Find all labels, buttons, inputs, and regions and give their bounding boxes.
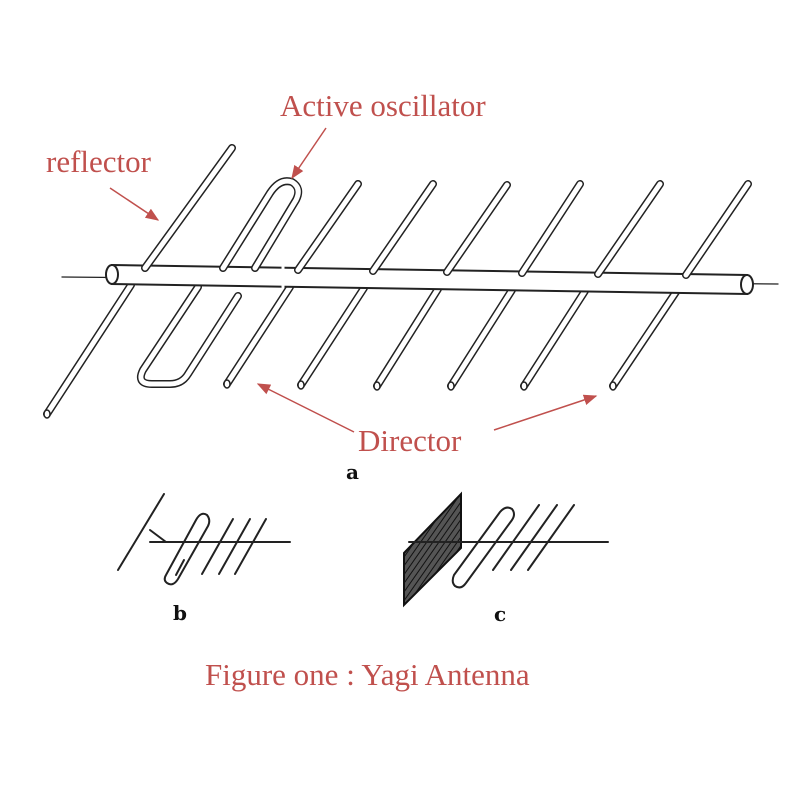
figure-c-antenna (403, 491, 609, 608)
figure-b-reflector (117, 493, 165, 571)
boom (105, 263, 754, 296)
active-oscillator-label: Active oscillator (280, 88, 486, 123)
element-end-caps (43, 379, 617, 419)
figure-c-oscillator (451, 506, 515, 589)
active-oscillator-arrow (291, 127, 327, 180)
director-arrow-right (493, 394, 598, 431)
element-upper-halves (43, 144, 752, 419)
figure-c-label: c (494, 602, 507, 626)
active-oscillator-lower (136, 283, 242, 388)
figure-b-directors (201, 518, 267, 575)
figure-b-antenna (117, 493, 291, 586)
directors-lower (223, 283, 680, 390)
figure-b-oscillator (163, 512, 211, 586)
figure-a-label: a (346, 460, 359, 484)
director-label: Director (358, 423, 462, 458)
figure-c-directors (492, 504, 575, 571)
figure-a-antenna (43, 144, 779, 419)
annotation-arrows (109, 127, 598, 433)
figure-c-reflector-plate (403, 491, 462, 608)
element-lower-halves (43, 281, 680, 418)
figure-b-label: b (173, 601, 187, 625)
directors-upper (294, 180, 752, 279)
director-arrow-left (256, 383, 355, 433)
reflector-label: reflector (46, 144, 151, 179)
active-oscillator-upper (219, 177, 303, 272)
reflector-arrow (109, 187, 160, 221)
figure-caption: Figure one : Yagi Antenna (205, 657, 530, 692)
